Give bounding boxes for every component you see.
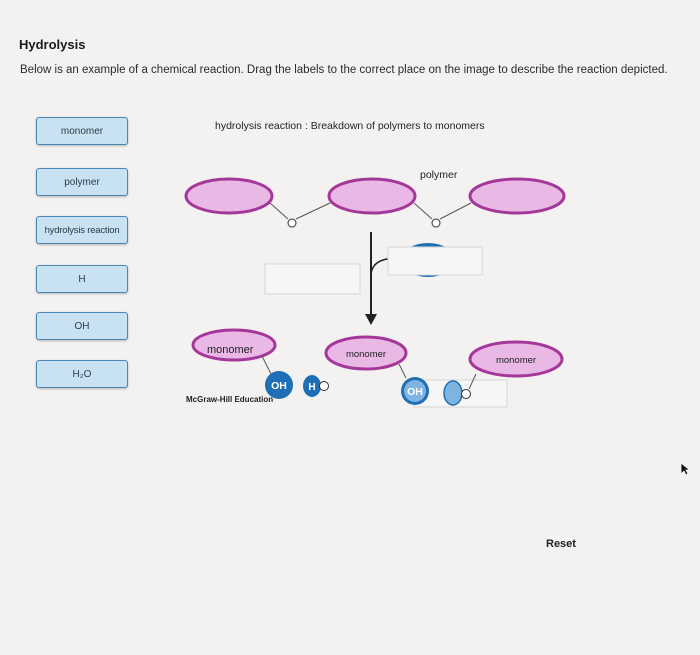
polymer-chain: polymer bbox=[184, 169, 566, 228]
instructions-text: Below is an example of a chemical reacti… bbox=[20, 64, 668, 76]
drop-zone-water[interactable] bbox=[387, 246, 483, 276]
label-oh[interactable]: OH bbox=[36, 312, 128, 340]
oh-badge-left: OH bbox=[265, 371, 293, 399]
monomer-oval-middle bbox=[324, 335, 408, 371]
svg-text:H: H bbox=[308, 382, 315, 393]
label-monomer[interactable]: monomer bbox=[36, 117, 128, 145]
bond-line bbox=[269, 202, 289, 220]
reaction-arrow bbox=[365, 232, 399, 325]
polymer-oval-3 bbox=[468, 177, 566, 215]
bond-line bbox=[398, 363, 407, 379]
monomer-label-middle: monomer bbox=[346, 349, 386, 360]
monomer-label-left: monomer bbox=[207, 344, 254, 356]
credit-text: McGraw-Hill Education bbox=[186, 395, 273, 404]
label-polymer[interactable]: polymer bbox=[36, 168, 128, 196]
h-badge: H bbox=[303, 375, 329, 397]
label-hydrolysis-reaction[interactable]: hydrolysis reaction bbox=[36, 216, 128, 244]
polymer-oval-1 bbox=[184, 177, 274, 215]
monomer-oval-left bbox=[191, 328, 277, 362]
bond-line bbox=[295, 202, 331, 220]
label-h[interactable]: H bbox=[36, 265, 128, 293]
oxygen-atom bbox=[319, 381, 329, 391]
bond-line bbox=[413, 202, 433, 220]
polymer-oval-2 bbox=[327, 177, 417, 215]
mouse-pointer-icon bbox=[680, 462, 692, 476]
oxygen-atom bbox=[431, 218, 441, 228]
page-title: Hydrolysis bbox=[19, 37, 86, 52]
label-water[interactable]: H₂O bbox=[36, 360, 128, 388]
drop-zone-polymer-top[interactable] bbox=[264, 263, 361, 295]
svg-text:OH: OH bbox=[271, 380, 287, 392]
bond-line bbox=[439, 202, 472, 220]
arrow-head-icon bbox=[365, 314, 377, 325]
reset-button[interactable]: Reset bbox=[538, 536, 584, 552]
monomer-oval-right bbox=[468, 340, 564, 378]
diagram-caption: hydrolysis reaction : Breakdown of polym… bbox=[215, 120, 485, 132]
oxygen-atom bbox=[287, 218, 297, 228]
polymer-label: polymer bbox=[420, 169, 458, 181]
monomer-label-right: monomer bbox=[496, 355, 536, 366]
bond-line bbox=[261, 355, 273, 377]
drop-zone-monomer-bottom[interactable] bbox=[413, 379, 508, 408]
